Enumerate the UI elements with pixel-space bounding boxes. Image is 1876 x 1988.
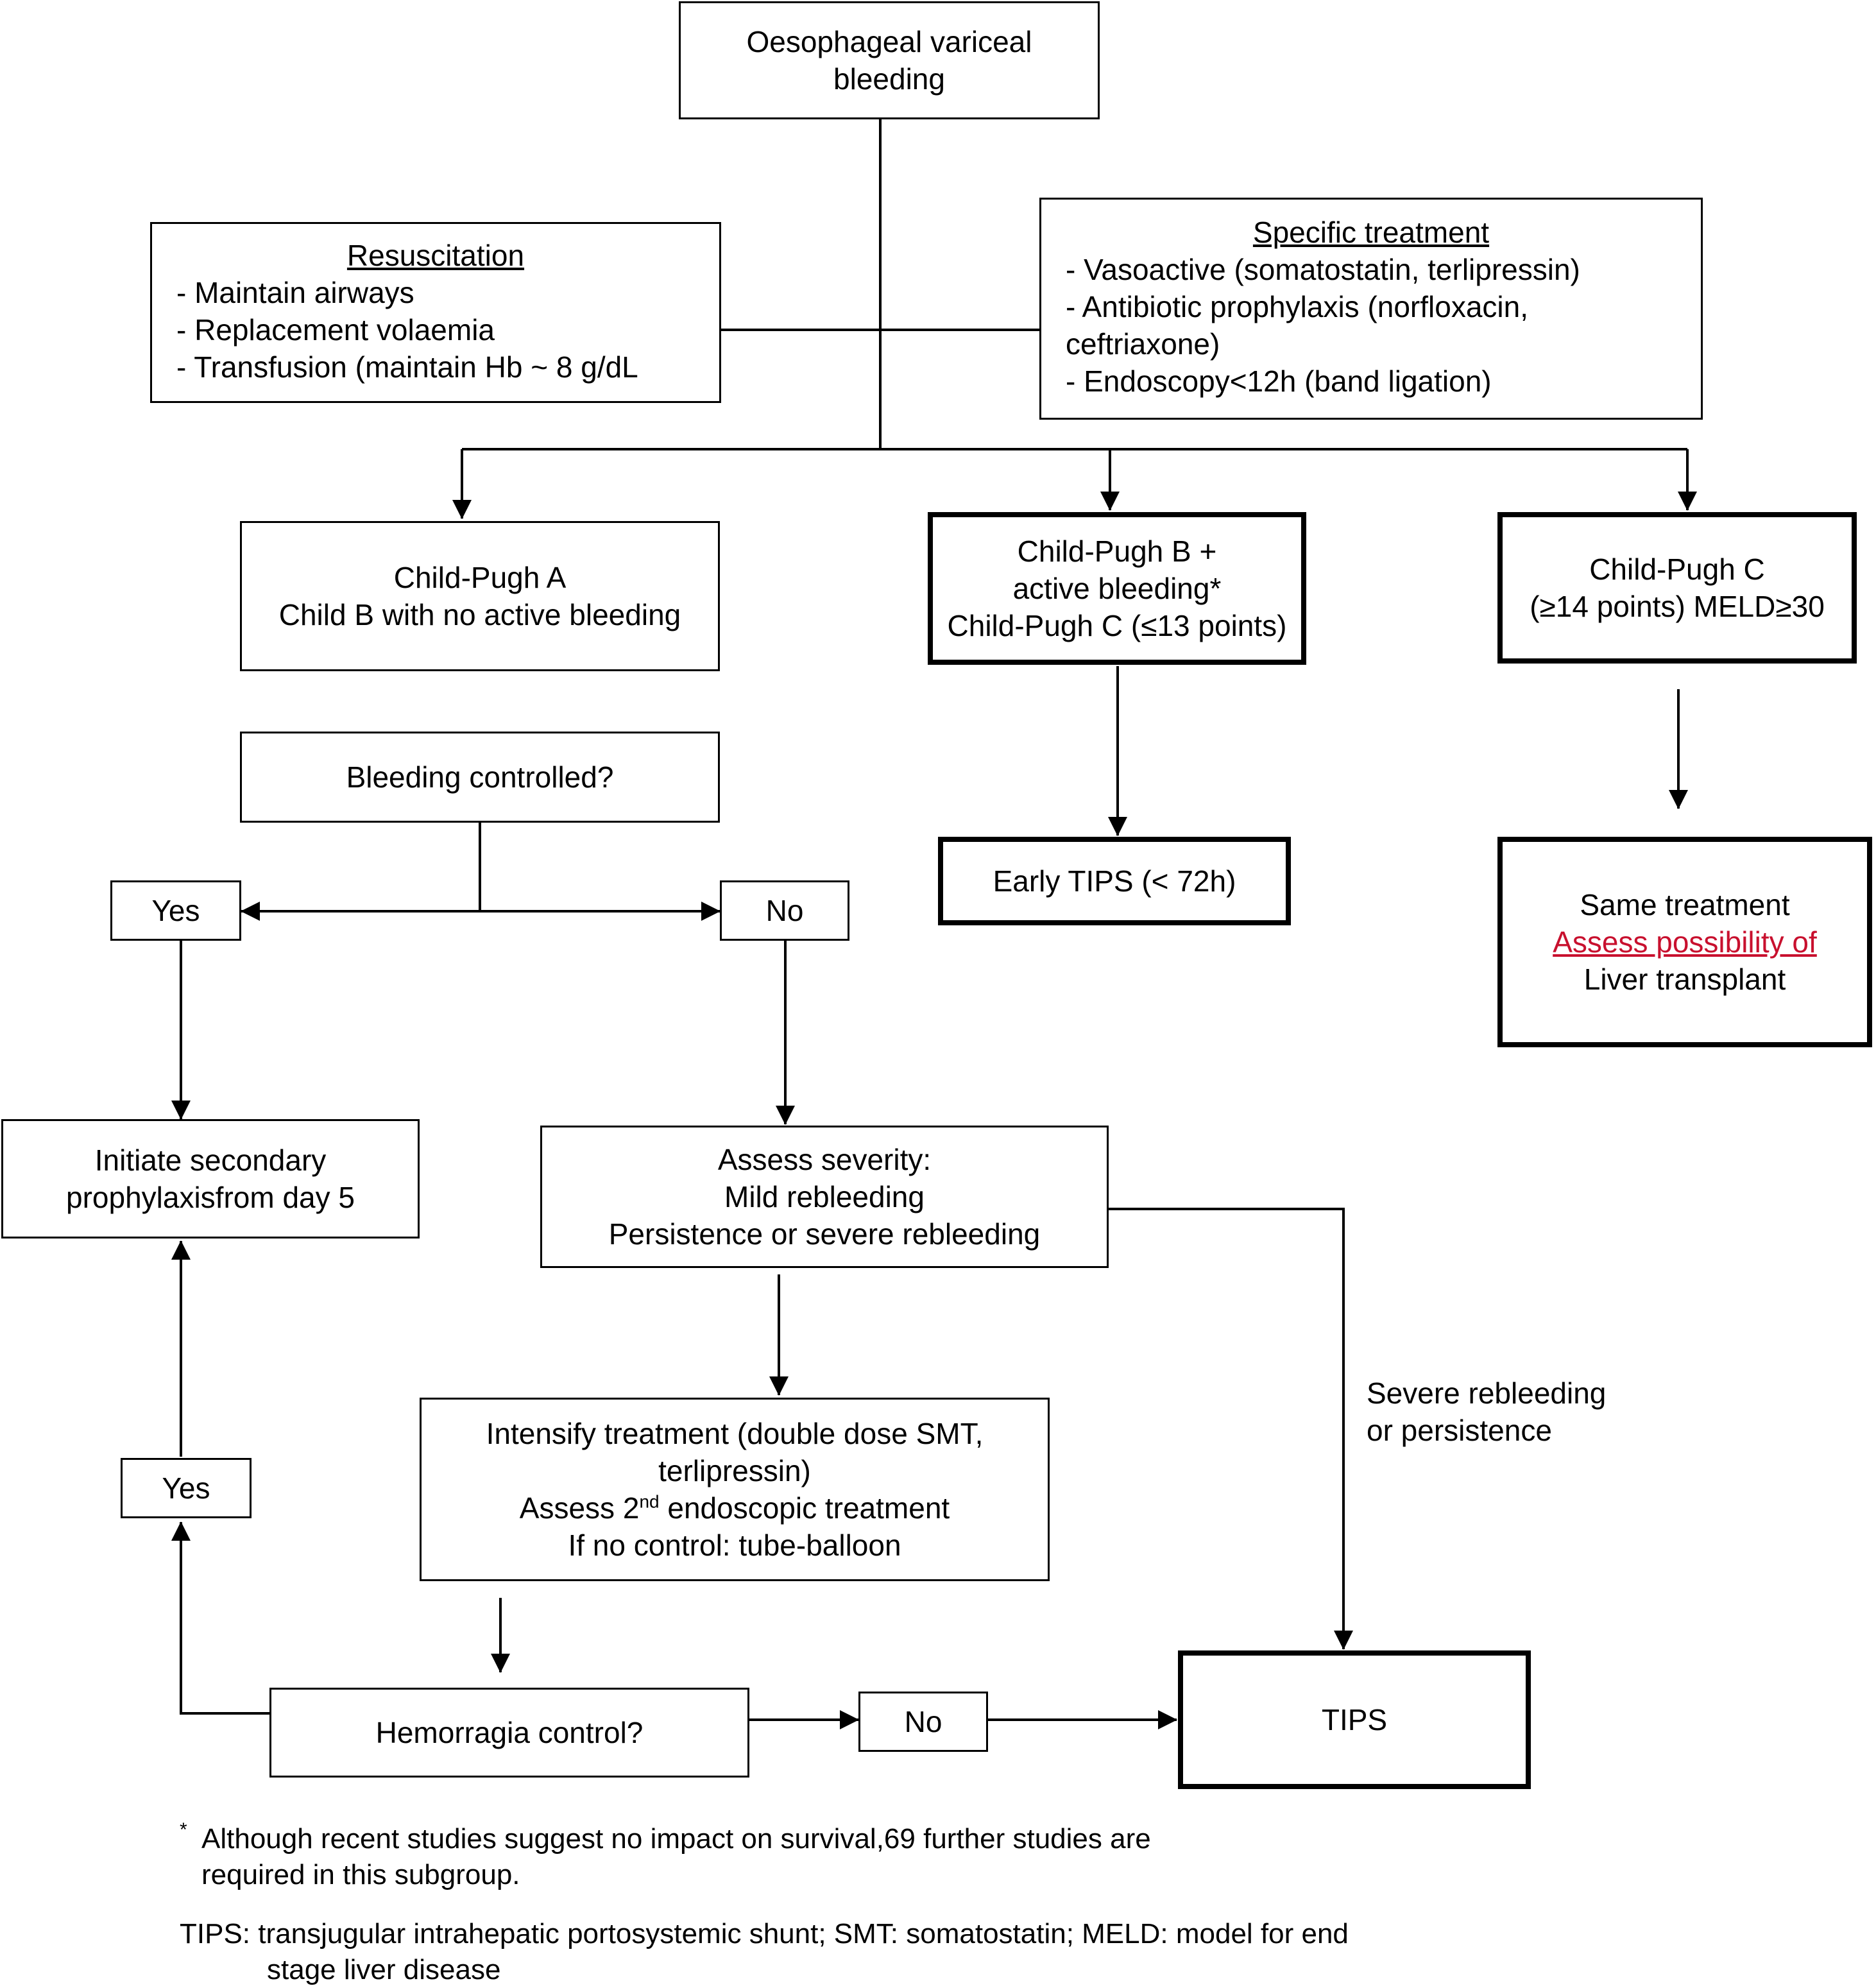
node-specific-treatment: Specific treatment - Vasoactive (somatos… (1039, 198, 1703, 420)
node-same-treatment: Same treatment Assess possibility of Liv… (1497, 837, 1872, 1047)
node-text: Bleeding controlled? (346, 760, 614, 794)
specific-item: ceftriaxone) (1066, 327, 1220, 361)
node-text: Early TIPS (< 72h) (993, 864, 1236, 898)
ordinal-suffix: nd (639, 1491, 660, 1512)
node-text: Same treatment (1580, 888, 1790, 921)
node-oesophageal-variceal-bleeding: Oesophageal variceal bleeding (679, 1, 1100, 119)
node-text: Persistence or severe rebleeding (608, 1217, 1041, 1251)
node-text: (≥14 points) MELD≥30 (1530, 590, 1825, 623)
node-no-2: No (858, 1692, 988, 1752)
node-secondary-prophylaxis: Initiate secondary prophylaxisfrom day 5 (1, 1119, 420, 1238)
footnote-text: required in this subgroup. (201, 1859, 520, 1890)
node-bleeding-controlled: Bleeding controlled? (240, 732, 720, 823)
footnote-abbreviations: TIPS: transjugular intrahepatic portosys… (180, 1916, 1349, 1988)
node-text: Mild rebleeding (724, 1180, 925, 1213)
footnote-text: Although recent studies suggest no impac… (201, 1823, 1151, 1855)
edge-label-text: or persistence (1367, 1414, 1552, 1447)
resuscitation-item: - Transfusion (maintain Hb ~ 8 g/dL (176, 350, 638, 384)
node-intensify-treatment: Intensify treatment (double dose SMT, te… (420, 1398, 1050, 1581)
node-no-1: No (720, 880, 849, 941)
node-child-pugh-b: Child-Pugh B + active bleeding* Child-Pu… (928, 512, 1306, 665)
resuscitation-item: - Maintain airways (176, 276, 414, 309)
node-text: Hemorragia control? (375, 1716, 644, 1749)
specific-item: - Vasoactive (somatostatin, terlipressin… (1066, 253, 1580, 286)
node-hemorragia-control: Hemorragia control? (269, 1688, 749, 1778)
node-text: Child-Pugh C (≤13 points) (947, 609, 1287, 642)
node-text: prophylaxisfrom day 5 (66, 1181, 355, 1214)
node-child-pugh-a: Child-Pugh A Child B with no active blee… (240, 521, 720, 671)
arrow-severe-to-tips (1109, 1208, 1353, 1650)
node-early-tips: Early TIPS (< 72h) (938, 837, 1291, 925)
node-text: TIPS (1321, 1703, 1388, 1736)
footnote-asterisk: * Although recent studies suggest no imp… (180, 1819, 1151, 1893)
node-text: Child-Pugh A (393, 561, 567, 594)
specific-item: - Endoscopy<12h (band ligation) (1066, 364, 1492, 398)
node-tips: TIPS (1178, 1650, 1531, 1789)
node-text: active bleeding* (1012, 572, 1222, 605)
node-text: Liver transplant (1583, 963, 1786, 996)
node-text: Intensify treatment (double dose SMT, (486, 1417, 984, 1450)
node-text: No (904, 1705, 942, 1738)
node-resuscitation: Resuscitation - Maintain airways - Repla… (150, 222, 721, 403)
node-text: Child B with no active bleeding (278, 598, 681, 631)
asterisk-mark: * (180, 1819, 187, 1840)
node-child-pugh-c: Child-Pugh C (≥14 points) MELD≥30 (1497, 512, 1857, 664)
node-text: Initiate secondary (94, 1144, 327, 1177)
node-text: bleeding (833, 62, 945, 96)
severe-rebleeding-label: Severe rebleeding or persistence (1367, 1375, 1606, 1449)
node-yes-1: Yes (110, 880, 241, 941)
resuscitation-item: - Replacement volaemia (176, 313, 495, 347)
footnote-text: stage liver disease (267, 1954, 501, 1985)
edge-label-text: Severe rebleeding (1367, 1376, 1607, 1410)
resuscitation-title: Resuscitation (346, 239, 525, 272)
node-text: No (765, 894, 804, 927)
node-text: Child-Pugh B + (1017, 535, 1217, 568)
specific-item: - Antibiotic prophylaxis (norfloxacin, (1066, 290, 1528, 323)
node-assess-severity: Assess severity: Mild rebleeding Persist… (540, 1126, 1109, 1268)
arrow-hemorragia-to-yes2 (171, 1521, 269, 1715)
node-text-group: Assess 2nd endoscopic treatment (520, 1489, 950, 1527)
node-text: Yes (151, 894, 200, 927)
footnote-text: TIPS: transjugular intrahepatic portosys… (180, 1918, 1349, 1949)
node-text: Oesophageal variceal (746, 25, 1032, 58)
assess-liver-transplant-text: Assess possibility of (1553, 925, 1817, 959)
node-text: Assess severity: (717, 1143, 932, 1176)
node-text: Assess 2 (519, 1491, 640, 1525)
specific-title: Specific treatment (1252, 216, 1490, 249)
node-text: Child-Pugh C (1589, 553, 1765, 586)
node-text: terlipressin) (658, 1454, 811, 1487)
node-text: If no control: tube-balloon (568, 1529, 901, 1562)
node-text: Yes (162, 1471, 210, 1505)
node-yes-2: Yes (121, 1458, 252, 1518)
node-text: endoscopic treatment (659, 1491, 950, 1525)
